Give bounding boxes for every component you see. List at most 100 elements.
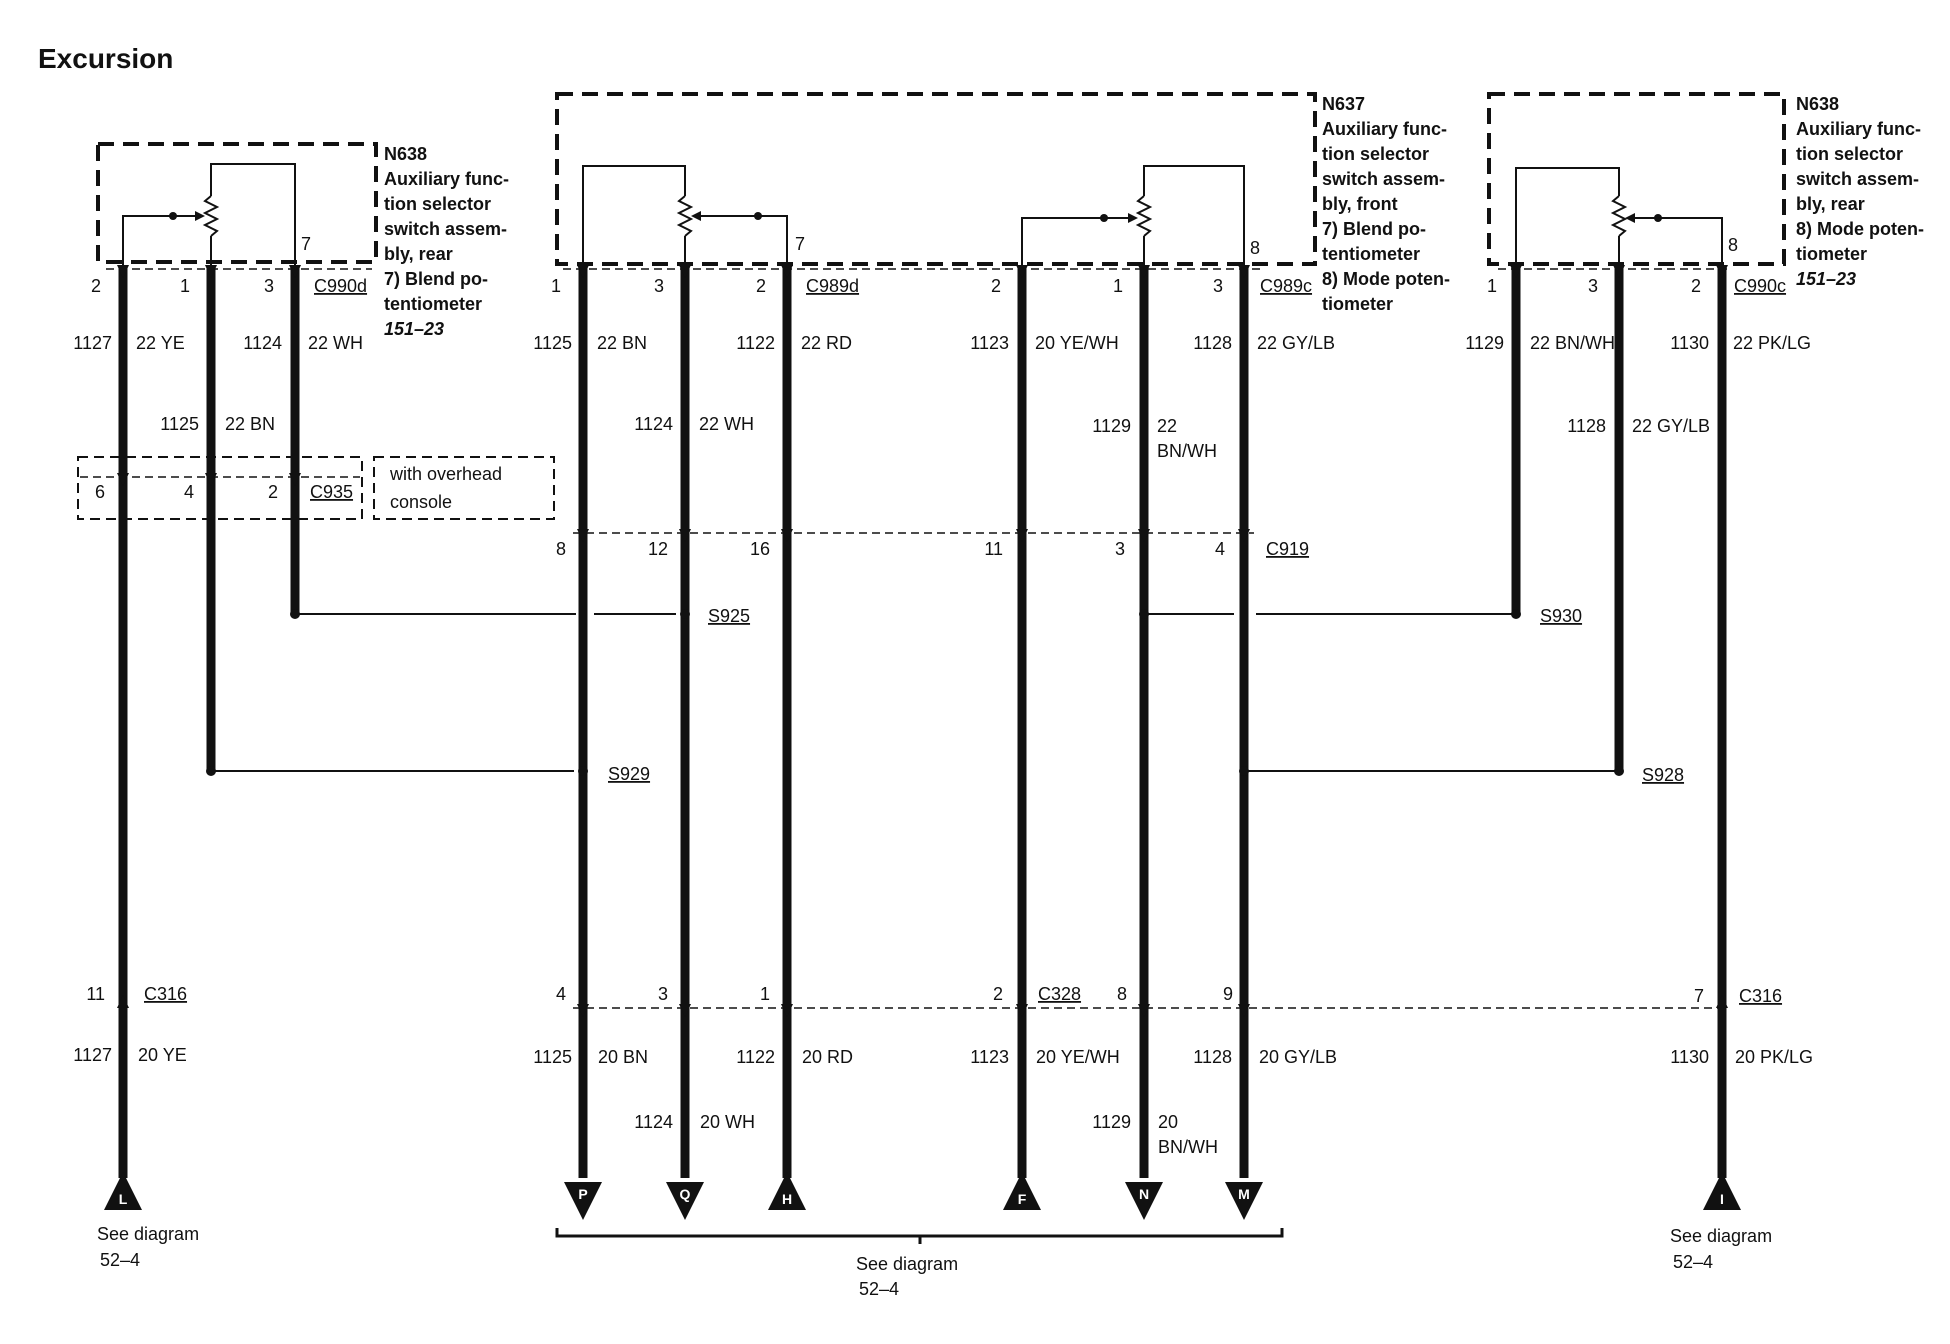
svg-text:bly, front: bly, front bbox=[1322, 194, 1398, 214]
svg-text:tion selector: tion selector bbox=[384, 194, 491, 214]
svg-text:8: 8 bbox=[556, 539, 566, 559]
connector-box-c935 bbox=[77, 456, 363, 520]
svg-text:1122: 1122 bbox=[736, 1047, 775, 1067]
svg-text:1124: 1124 bbox=[243, 333, 282, 353]
svg-text:1125: 1125 bbox=[533, 1047, 572, 1067]
svg-text:11: 11 bbox=[984, 539, 1003, 559]
svg-text:8: 8 bbox=[1250, 238, 1260, 258]
splice-s925: S925 bbox=[708, 606, 750, 626]
terminal-l: L bbox=[119, 1191, 128, 1207]
svg-text:7) Blend po-: 7) Blend po- bbox=[1322, 219, 1426, 239]
splice-lines bbox=[211, 613, 1619, 772]
svg-text:9: 9 bbox=[1223, 984, 1233, 1004]
svg-text:3: 3 bbox=[658, 984, 668, 1004]
terminal-h: H bbox=[782, 1191, 792, 1207]
svg-text:8) Mode poten-: 8) Mode poten- bbox=[1322, 269, 1450, 289]
splice-dots bbox=[206, 609, 1624, 776]
svg-text:7: 7 bbox=[1694, 986, 1704, 1006]
svg-text:1: 1 bbox=[551, 276, 561, 296]
svg-text:22 GY/LB: 22 GY/LB bbox=[1257, 333, 1335, 353]
svg-text:4: 4 bbox=[556, 984, 566, 1004]
terminal-f: F bbox=[1018, 1191, 1027, 1207]
svg-text:3: 3 bbox=[1115, 539, 1125, 559]
svg-text:1125: 1125 bbox=[533, 333, 572, 353]
svg-text:with overhead: with overhead bbox=[389, 464, 502, 484]
splice-s929: S929 bbox=[608, 764, 650, 784]
svg-text:22 RD: 22 RD bbox=[801, 333, 852, 353]
module-box-right bbox=[1487, 92, 1786, 266]
svg-text:1128: 1128 bbox=[1193, 1047, 1232, 1067]
svg-text:BN/WH: BN/WH bbox=[1158, 1137, 1218, 1157]
connector-c316-right: C316 bbox=[1739, 986, 1782, 1006]
page-title: Excursion bbox=[38, 43, 173, 74]
svg-text:See diagram: See diagram bbox=[97, 1224, 199, 1244]
svg-text:2: 2 bbox=[268, 482, 278, 502]
svg-text:1: 1 bbox=[1113, 276, 1123, 296]
svg-text:16: 16 bbox=[750, 539, 770, 559]
svg-text:20 YE: 20 YE bbox=[138, 1045, 187, 1065]
mode-potentiometer-right bbox=[1515, 167, 1723, 268]
svg-text:2: 2 bbox=[991, 276, 1001, 296]
mode-potentiometer-front bbox=[1021, 165, 1245, 268]
svg-text:8: 8 bbox=[1117, 984, 1127, 1004]
svg-text:1129: 1129 bbox=[1092, 416, 1131, 436]
svg-text:2: 2 bbox=[993, 984, 1003, 1004]
terminal-q: Q bbox=[680, 1186, 691, 1202]
connector-c316-left: C316 bbox=[144, 984, 187, 1004]
connector-c328: C328 bbox=[1038, 984, 1081, 1004]
terminal-i: I bbox=[1720, 1191, 1724, 1207]
module-box-front bbox=[555, 92, 1317, 266]
svg-text:22 BN/WH: 22 BN/WH bbox=[1530, 333, 1615, 353]
svg-text:2: 2 bbox=[1691, 276, 1701, 296]
diagram-ref-right: See diagram 52–4 bbox=[1670, 1226, 1772, 1272]
connector-c919: C919 bbox=[1266, 539, 1309, 559]
wire-labels-lower: 1127 20 YE 1125 20 BN 1122 20 RD 1123 20… bbox=[73, 1045, 1813, 1157]
svg-text:12: 12 bbox=[648, 539, 668, 559]
svg-text:22 WH: 22 WH bbox=[308, 333, 363, 353]
svg-text:Auxiliary func-: Auxiliary func- bbox=[384, 169, 509, 189]
svg-text:1130: 1130 bbox=[1670, 1047, 1709, 1067]
svg-text:20 YE/WH: 20 YE/WH bbox=[1036, 1047, 1120, 1067]
svg-text:tiometer: tiometer bbox=[1322, 294, 1393, 314]
svg-text:3: 3 bbox=[1213, 276, 1223, 296]
svg-text:1127: 1127 bbox=[73, 1045, 112, 1065]
svg-text:1127: 1127 bbox=[73, 333, 112, 353]
svg-text:22 PK/LG: 22 PK/LG bbox=[1733, 333, 1811, 353]
svg-text:3: 3 bbox=[654, 276, 664, 296]
pin-numbers: 2 1 3 7 1 3 2 2 1 3 7 8 1 3 2 8 6 4 2 8 … bbox=[86, 234, 1738, 1006]
svg-text:7) Blend po-: 7) Blend po- bbox=[384, 269, 488, 289]
svg-text:3: 3 bbox=[1588, 276, 1598, 296]
svg-text:20 YE/WH: 20 YE/WH bbox=[1035, 333, 1119, 353]
svg-text:1129: 1129 bbox=[1465, 333, 1504, 353]
svg-text:1: 1 bbox=[1487, 276, 1497, 296]
svg-text:20 RD: 20 RD bbox=[802, 1047, 853, 1067]
wire-labels-upper: 1127 22 YE 1124 22 WH 1125 22 BN 1125 22… bbox=[73, 333, 1811, 461]
terminal-arrows bbox=[104, 1172, 1741, 1220]
svg-text:1125: 1125 bbox=[160, 414, 199, 434]
svg-text:22: 22 bbox=[1157, 416, 1177, 436]
blend-potentiometer-front bbox=[582, 165, 788, 268]
svg-text:bly, rear: bly, rear bbox=[1796, 194, 1865, 214]
svg-text:7: 7 bbox=[795, 234, 805, 254]
svg-text:BN/WH: BN/WH bbox=[1157, 441, 1217, 461]
svg-text:3: 3 bbox=[264, 276, 274, 296]
splice-s928: S928 bbox=[1642, 765, 1684, 785]
svg-text:Auxiliary func-: Auxiliary func- bbox=[1322, 119, 1447, 139]
svg-text:22 GY/LB: 22 GY/LB bbox=[1632, 416, 1710, 436]
svg-text:20: 20 bbox=[1158, 1112, 1178, 1132]
svg-text:11: 11 bbox=[86, 984, 105, 1004]
connector-c935: C935 bbox=[310, 482, 353, 502]
svg-text:tentiometer: tentiometer bbox=[384, 294, 482, 314]
diagram-ref-left: See diagram 52–4 bbox=[97, 1224, 199, 1270]
svg-text:22 WH: 22 WH bbox=[699, 414, 754, 434]
blend-potentiometer-rear bbox=[122, 163, 296, 268]
svg-text:1124: 1124 bbox=[634, 1112, 673, 1132]
svg-text:20 WH: 20 WH bbox=[700, 1112, 755, 1132]
svg-text:1: 1 bbox=[760, 984, 770, 1004]
svg-text:2: 2 bbox=[91, 276, 101, 296]
svg-text:tentiometer: tentiometer bbox=[1322, 244, 1420, 264]
svg-text:N638: N638 bbox=[1796, 94, 1839, 114]
svg-text:7: 7 bbox=[301, 234, 311, 254]
svg-text:switch assem-: switch assem- bbox=[1322, 169, 1445, 189]
svg-text:151–23: 151–23 bbox=[1796, 269, 1856, 289]
